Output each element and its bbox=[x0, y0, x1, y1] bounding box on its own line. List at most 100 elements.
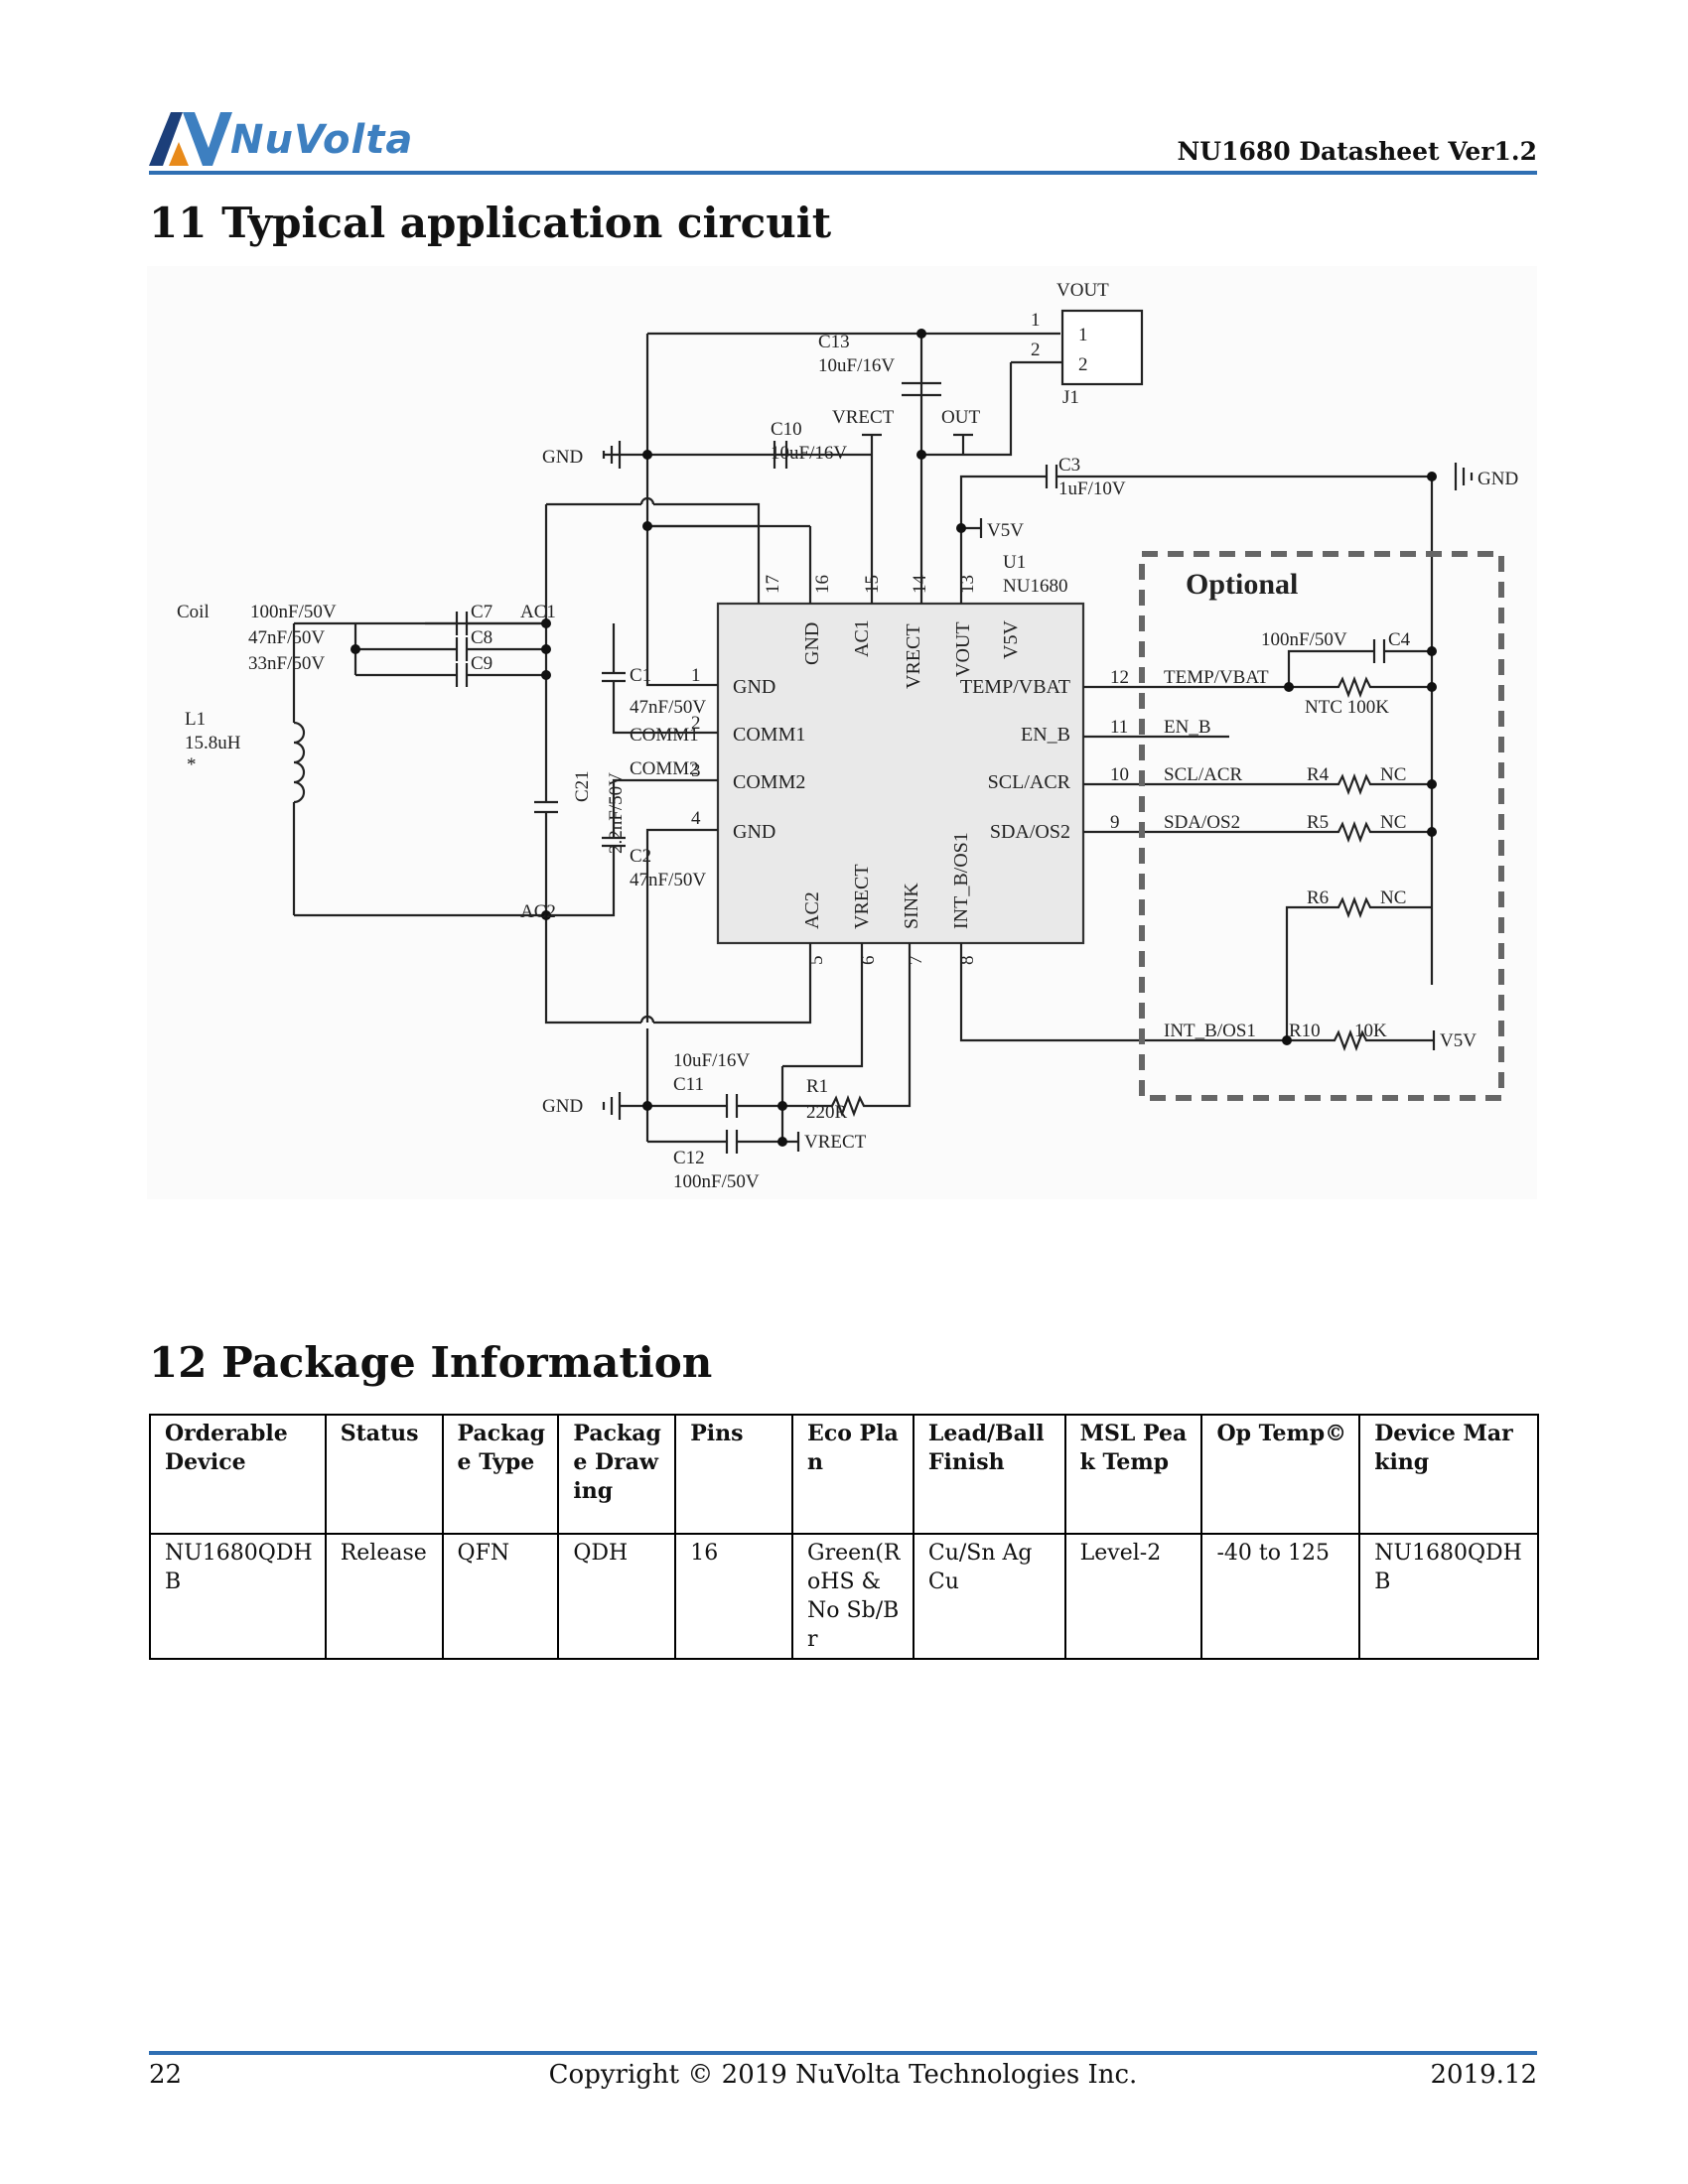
label-sda-os2-net: SDA/OS2 bbox=[1164, 812, 1240, 833]
footer-date: 2019.12 bbox=[1430, 2060, 1537, 2090]
pin-5-number: 5 bbox=[806, 956, 827, 966]
label-u1-part: NU1680 bbox=[1003, 576, 1067, 597]
ic-pin-top-vout: VOUT bbox=[952, 621, 974, 677]
label-en-b-net: EN_B bbox=[1164, 717, 1211, 738]
label-c7-value: 100nF/50V bbox=[250, 602, 337, 622]
ic-pin-bottom-vrect: VRECT bbox=[851, 864, 873, 929]
pin-10-number: 10 bbox=[1110, 764, 1129, 785]
label-comm1-net: COMM1 bbox=[630, 725, 699, 746]
label-c13-value: 10uF/16V bbox=[818, 355, 895, 376]
label-l1-dot: * bbox=[187, 754, 197, 775]
document-title: NU1680 Datasheet Ver1.2 bbox=[1177, 137, 1537, 166]
label-c3-value: 1uF/10V bbox=[1058, 478, 1126, 499]
label-out: OUT bbox=[941, 407, 980, 428]
label-r4-nc: NC bbox=[1380, 764, 1406, 785]
label-v5v-top: V5V bbox=[987, 520, 1024, 541]
header-status: Status bbox=[324, 1414, 444, 1535]
ic-pin-bottom-ac2: AC2 bbox=[801, 891, 823, 929]
ic-pin-top-gnd: GND bbox=[801, 622, 823, 665]
label-r10-value: 10K bbox=[1354, 1021, 1387, 1041]
label-r10: R10 bbox=[1289, 1021, 1321, 1041]
ic-pin-gnd-4: GND bbox=[733, 821, 775, 843]
header-package-type: Package Type bbox=[441, 1414, 560, 1535]
cell-package-type: QFN bbox=[441, 1533, 560, 1660]
ic-pin-top-ac1: AC1 bbox=[851, 619, 873, 657]
label-c4-value: 100nF/50V bbox=[1261, 629, 1347, 650]
pin-12-number: 12 bbox=[1110, 667, 1129, 688]
label-scl-acr-net: SCL/ACR bbox=[1164, 764, 1243, 785]
label-wire-1: 1 bbox=[1031, 310, 1041, 331]
ic-pin-comm1: COMM1 bbox=[733, 724, 805, 746]
page-header: NuVolta NU1680 Datasheet Ver1.2 bbox=[149, 107, 1537, 175]
label-c11: C11 bbox=[673, 1074, 704, 1095]
section-11-title: 11 Typical application circuit bbox=[149, 199, 832, 247]
ic-pin-sda-os2: SDA/OS2 bbox=[990, 821, 1070, 843]
header-rule bbox=[149, 171, 1537, 175]
header-lead-ball-finish: Lead/Ball Finish bbox=[912, 1414, 1066, 1535]
label-c12: C12 bbox=[673, 1148, 705, 1168]
label-c9: C9 bbox=[471, 653, 492, 674]
label-gnd-top: GND bbox=[542, 447, 583, 468]
label-c8-value: 47nF/50V bbox=[248, 627, 325, 648]
label-gnd-right: GND bbox=[1477, 469, 1518, 489]
label-int-b-net: INT_B/OS1 bbox=[1164, 1021, 1256, 1041]
label-c7: C7 bbox=[471, 602, 492, 622]
ic-pin-gnd-1: GND bbox=[733, 676, 775, 698]
cell-pins: 16 bbox=[674, 1533, 794, 1660]
ic-pin-comm2: COMM2 bbox=[733, 771, 805, 793]
label-ntc: NTC 100K bbox=[1305, 697, 1389, 718]
label-u1: U1 bbox=[1003, 552, 1026, 573]
cell-op-temp: -40 to 125 bbox=[1200, 1533, 1361, 1660]
cell-eco-plan: Green(RoHS & No Sb/Br bbox=[791, 1533, 914, 1660]
label-r6: R6 bbox=[1307, 887, 1329, 908]
label-c8: C8 bbox=[471, 627, 492, 648]
pin-9-number: 9 bbox=[1110, 812, 1120, 833]
pin-2-number: 2 bbox=[691, 713, 701, 734]
label-vrect-bottom: VRECT bbox=[804, 1132, 867, 1153]
cell-lead-ball-finish: Cu/Sn Ag Cu bbox=[912, 1533, 1066, 1660]
label-ac1: AC1 bbox=[520, 602, 556, 622]
label-c9-value: 33nF/50V bbox=[248, 653, 325, 674]
label-ac2: AC2 bbox=[520, 901, 556, 922]
cell-orderable-device: NU1680QDHB bbox=[149, 1533, 327, 1660]
label-v5v-r10: V5V bbox=[1440, 1030, 1477, 1051]
label-c1: C1 bbox=[630, 665, 651, 686]
label-c10: C10 bbox=[771, 419, 802, 440]
label-r5-nc: NC bbox=[1380, 812, 1406, 833]
label-c4: C4 bbox=[1388, 629, 1411, 650]
table-row: NU1680QDHB Release QFN QDH 16 Green(RoHS… bbox=[149, 1533, 1539, 1660]
ic-pin-temp-vbat: TEMP/VBAT bbox=[960, 676, 1070, 698]
label-c3: C3 bbox=[1058, 455, 1080, 476]
ic-pin-top-v5v: V5V bbox=[1000, 620, 1022, 659]
nuvolta-logo bbox=[149, 112, 232, 166]
copyright-text: Copyright © 2019 NuVolta Technologies In… bbox=[548, 2060, 1138, 2090]
label-c21: C21 bbox=[572, 770, 593, 802]
pin-17-number: 17 bbox=[763, 575, 783, 594]
optional-label: Optional bbox=[1186, 568, 1298, 601]
label-c13: C13 bbox=[818, 332, 850, 352]
pin-6-number: 6 bbox=[858, 956, 879, 966]
header-pins: Pins bbox=[674, 1414, 794, 1535]
page-number: 22 bbox=[149, 2060, 183, 2090]
ic-pin-en-b: EN_B bbox=[1021, 724, 1070, 746]
label-r6-nc: NC bbox=[1380, 887, 1406, 908]
header-orderable-device: Orderable Device bbox=[149, 1414, 327, 1535]
label-c21-value: 2.2nF/50V bbox=[606, 772, 627, 854]
pin-1-number: 1 bbox=[691, 665, 701, 686]
header-op-temp: Op Temp© bbox=[1200, 1414, 1361, 1535]
header-eco-plan: Eco Plan bbox=[791, 1414, 914, 1535]
label-j1-pin2: 2 bbox=[1078, 354, 1088, 375]
section-12-title: 12 Package Information bbox=[149, 1338, 713, 1387]
label-l1-value: 15.8uH bbox=[185, 733, 241, 753]
package-information-table: Orderable Device Status Package Type Pac… bbox=[149, 1414, 1539, 1660]
label-vrect-top: VRECT bbox=[832, 407, 895, 428]
pin-3-number: 3 bbox=[691, 760, 701, 781]
cell-package-drawing: QDH bbox=[557, 1533, 677, 1660]
label-c1-value: 47nF/50V bbox=[630, 697, 706, 718]
pin-4-number: 4 bbox=[691, 808, 701, 829]
pin-14-number: 14 bbox=[910, 575, 930, 595]
label-r4: R4 bbox=[1307, 764, 1330, 785]
ic-pin-bottom-sink: SINK bbox=[901, 883, 922, 929]
ic-pin-bottom-int-b: INT_B/OS1 bbox=[950, 832, 972, 929]
pin-11-number: 11 bbox=[1110, 717, 1128, 738]
